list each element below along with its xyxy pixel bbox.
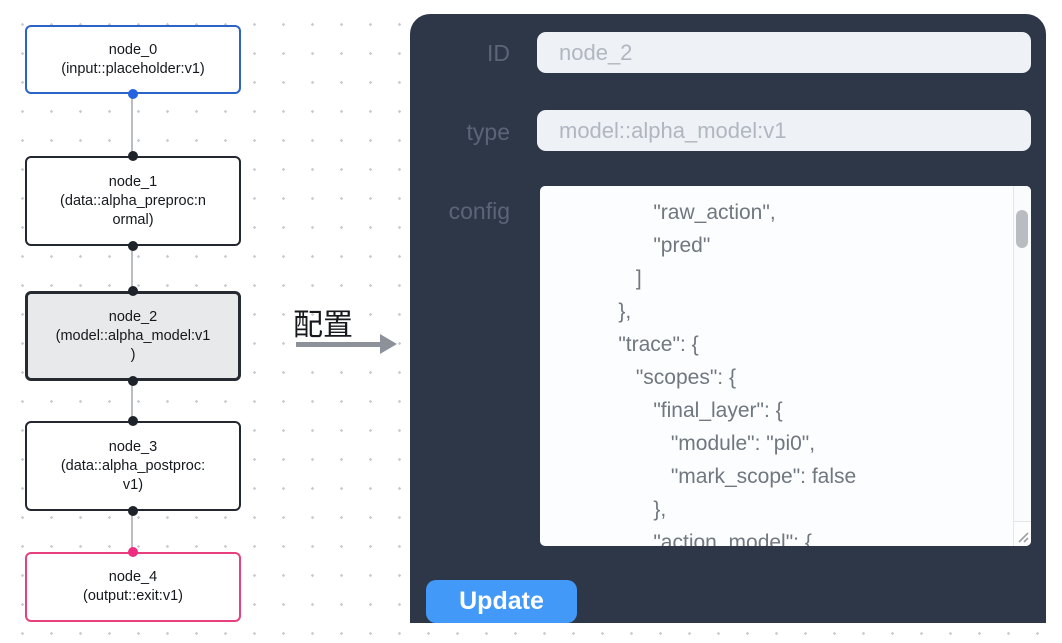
config-field-label: config: [448, 198, 510, 224]
node-label: node_1 (data::alpha_preproc:n ormal): [60, 173, 206, 228]
config-scrollbar-corner: [1013, 521, 1031, 546]
resize-handle-icon[interactable]: [1016, 530, 1029, 543]
port-node1-in[interactable]: [128, 151, 138, 161]
flow-node-node-2-selected[interactable]: node_2 (model::alpha_model:v1 ): [25, 291, 241, 381]
type-input[interactable]: [537, 110, 1031, 151]
port-node4-in[interactable]: [128, 547, 138, 557]
type-field-label: type: [466, 119, 510, 145]
flow-node-node-3[interactable]: node_3 (data::alpha_postproc: v1): [25, 421, 241, 511]
node-label: node_4 (output::exit:v1): [83, 569, 183, 604]
edge-node1-node2: [131, 246, 133, 291]
edge-node0-node1: [131, 94, 133, 156]
port-node3-in[interactable]: [128, 416, 138, 426]
config-scrollbar-thumb[interactable]: [1016, 210, 1028, 248]
flow-node-node-0[interactable]: node_0 (input::placeholder:v1): [25, 25, 241, 94]
flow-node-node-1[interactable]: node_1 (data::alpha_preproc:n ormal): [25, 156, 241, 246]
port-node1-out[interactable]: [128, 241, 138, 251]
node-label: node_0 (input::placeholder:v1): [61, 41, 205, 77]
port-node2-out[interactable]: [128, 376, 138, 386]
edge-node2-node3: [131, 381, 133, 421]
edge-node3-node4: [131, 511, 133, 552]
right-arrow-head-icon: [380, 334, 397, 354]
node-label: node_2 (model::alpha_model:v1 ): [55, 308, 211, 363]
port-node2-in[interactable]: [128, 286, 138, 296]
update-button[interactable]: Update: [426, 580, 577, 623]
port-node0-out[interactable]: [128, 89, 138, 99]
config-scrollbar-track[interactable]: [1013, 186, 1031, 522]
flow-node-node-4[interactable]: node_4 (output::exit:v1): [25, 552, 241, 622]
id-input[interactable]: [537, 32, 1031, 73]
port-node3-out[interactable]: [128, 506, 138, 516]
config-textarea[interactable]: "raw_action", "pred" ] }, "trace": { "sc…: [540, 186, 1031, 546]
right-arrow-icon: [296, 342, 382, 347]
config-json-text: "raw_action", "pred" ] }, "trace": { "sc…: [618, 201, 857, 546]
id-field-label: ID: [487, 40, 510, 66]
node-label: node_3 (data::alpha_postproc: v1): [60, 438, 206, 493]
configure-annotation-label: 配置: [293, 309, 353, 342]
